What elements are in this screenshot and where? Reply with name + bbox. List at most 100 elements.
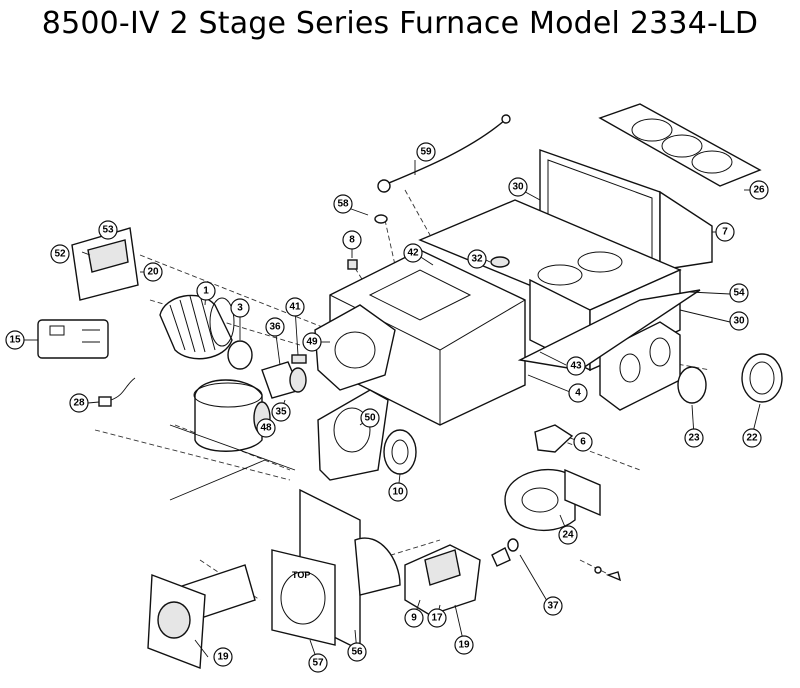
svg-text:15: 15	[9, 335, 21, 346]
callout-23: 23	[684, 428, 704, 448]
svg-text:48: 48	[260, 423, 272, 434]
callout-6: 6	[573, 432, 593, 452]
gas-valve-9	[404, 544, 481, 616]
callout-42: 42	[403, 243, 423, 263]
disc-23	[677, 366, 707, 404]
callout-26: 26	[749, 180, 769, 200]
svg-text:56: 56	[351, 647, 363, 658]
svg-text:6: 6	[580, 437, 586, 448]
base-plate-54	[517, 289, 701, 371]
svg-text:7: 7	[722, 227, 728, 238]
svg-text:28: 28	[73, 398, 85, 409]
callout-35: 35	[271, 402, 291, 422]
grommet-58	[374, 214, 388, 224]
svg-text:49: 49	[306, 337, 318, 348]
blower-wheel-1	[159, 294, 235, 360]
callout-9: 9	[404, 608, 424, 628]
callout-58: 58	[333, 194, 353, 214]
clip-8	[347, 259, 358, 270]
fitting-37	[491, 538, 519, 567]
svg-text:4: 4	[575, 388, 581, 399]
vent-tube-19	[147, 564, 256, 669]
svg-text:42: 42	[407, 248, 419, 259]
svg-text:30: 30	[512, 182, 524, 193]
callout-10: 10	[388, 482, 408, 502]
callout-48: 48	[256, 418, 276, 438]
svg-text:36: 36	[269, 322, 281, 333]
svg-text:52: 52	[54, 249, 66, 260]
callout-52: 52	[50, 244, 70, 264]
motor-36	[261, 361, 307, 399]
svg-text:37: 37	[547, 601, 559, 612]
callout-41: 41	[285, 297, 305, 317]
callout-56: 56	[347, 642, 367, 662]
callout-3: 3	[230, 298, 250, 318]
svg-text:24: 24	[562, 530, 574, 541]
svg-text:3: 3	[237, 303, 243, 314]
svg-text:9: 9	[411, 613, 417, 624]
callout-32: 32	[467, 249, 487, 269]
callout-49: 49	[302, 332, 322, 352]
clip	[605, 571, 622, 582]
svg-text:53: 53	[102, 225, 114, 236]
svg-text:43: 43	[570, 361, 582, 372]
callout-8: 8	[342, 230, 362, 250]
svg-text:23: 23	[688, 433, 700, 444]
callout-24: 24	[558, 525, 578, 545]
callout-4: 4	[568, 383, 588, 403]
diagram-title: 8500-IV 2 Stage Series Furnace Model 233…	[41, 6, 759, 41]
svg-text:26: 26	[753, 185, 765, 196]
svg-text:32: 32	[471, 254, 483, 265]
wheel-10	[383, 429, 417, 475]
bracket-24	[504, 468, 601, 532]
callout-19-right: 19	[454, 635, 474, 655]
callout-53: 53	[98, 220, 118, 240]
connector-41	[291, 354, 307, 364]
svg-text:10: 10	[392, 487, 404, 498]
callout-7: 7	[715, 222, 735, 242]
callout-30-top: 30	[508, 177, 528, 197]
callout-19-left: 19	[213, 647, 233, 667]
callout-1: 1	[196, 281, 216, 301]
callout-20: 20	[143, 262, 163, 282]
ring-22	[741, 353, 783, 403]
callout-36: 36	[265, 317, 285, 337]
housing-49	[314, 304, 396, 391]
thermostat-15	[37, 319, 109, 359]
wire-59	[377, 114, 511, 193]
top-plate-label: TOP	[292, 570, 310, 580]
callout-30-right: 30	[729, 311, 749, 331]
gasket-26	[598, 103, 762, 187]
callout-50: 50	[360, 408, 380, 428]
svg-text:8: 8	[349, 235, 355, 246]
svg-text:57: 57	[312, 658, 324, 669]
clamp-3	[227, 340, 253, 370]
svg-text:20: 20	[147, 267, 159, 278]
plate-50	[317, 389, 389, 481]
svg-text:1: 1	[203, 286, 209, 297]
control-board-52	[71, 227, 139, 301]
callout-22: 22	[742, 428, 762, 448]
svg-text:54: 54	[733, 288, 745, 299]
svg-text:35: 35	[275, 407, 287, 418]
callout-57: 57	[308, 653, 328, 673]
top-plate-57: TOP	[271, 549, 336, 646]
svg-text:59: 59	[420, 147, 432, 158]
callout-15: 15	[5, 330, 25, 350]
svg-text:17: 17	[431, 613, 443, 624]
callout-59: 59	[416, 142, 436, 162]
screw	[594, 566, 602, 574]
svg-text:50: 50	[364, 413, 376, 424]
callout-37: 37	[543, 596, 563, 616]
callout-43: 43	[566, 356, 586, 376]
bracket-6	[534, 424, 574, 453]
mount-rail	[169, 424, 296, 501]
callout-54: 54	[729, 283, 749, 303]
svg-text:19: 19	[217, 652, 229, 663]
svg-text:22: 22	[746, 433, 758, 444]
callout-28: 28	[69, 393, 89, 413]
callout-17: 17	[427, 608, 447, 628]
svg-text:41: 41	[289, 302, 301, 313]
svg-text:58: 58	[337, 199, 349, 210]
